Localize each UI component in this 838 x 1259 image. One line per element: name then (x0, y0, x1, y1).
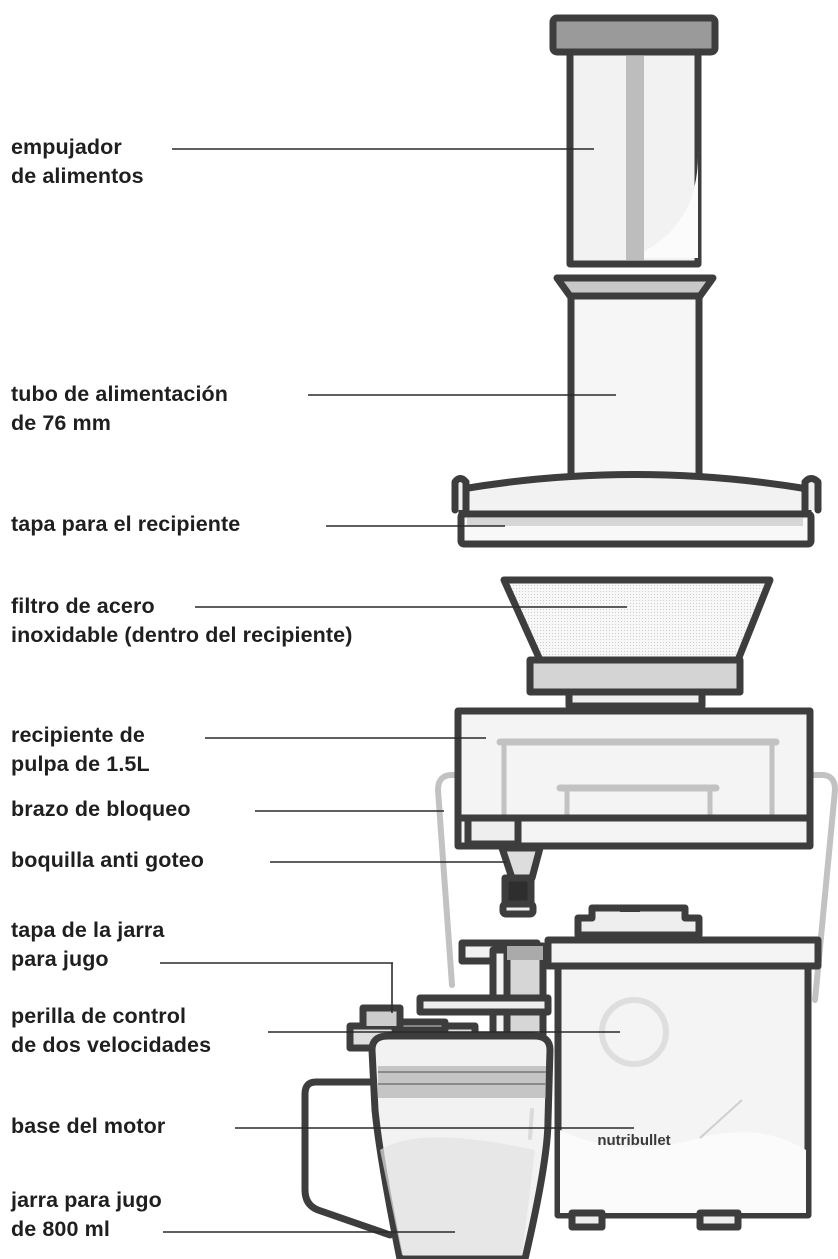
brand-logo: nutribullet (597, 1132, 670, 1149)
label-food-pusher-line1: empujador (11, 135, 122, 159)
label-filter: filtro de acero inoxidable (dentro del r… (11, 592, 352, 650)
locking-arm (434, 772, 838, 1003)
label-bowl-lid-line1: tapa para el recipiente (11, 512, 241, 536)
label-bowl-lid: tapa para el recipiente (11, 510, 240, 539)
label-feed-tube: tubo de alimentación de 76 mm (11, 380, 228, 438)
food-pusher (549, 14, 719, 268)
feed-tube (553, 274, 717, 489)
label-juice-jug-line1: jarra para jugo (11, 1188, 162, 1212)
label-filter-line1: filtro de acero (11, 594, 155, 618)
drip-stop-spout (498, 844, 544, 918)
label-juice-jug-line2: de 800 ml (11, 1217, 110, 1241)
stainless-filter (500, 576, 774, 710)
pulp-bin (454, 707, 814, 850)
leader-lines (160, 148, 634, 1233)
label-jug-lid: tapa de la jarra para jugo (11, 916, 164, 974)
label-motor-base: base del motor (11, 1112, 165, 1141)
label-motor-base-line1: base del motor (11, 1114, 166, 1138)
juice-jug (301, 1004, 554, 1259)
label-jug-lid-line1: tapa de la jarra (11, 918, 165, 942)
label-jug-lid-line2: para jugo (11, 947, 109, 971)
label-food-pusher-line2: de alimentos (11, 164, 144, 188)
label-locking-arm: brazo de bloqueo (11, 795, 191, 824)
label-spout: boquilla anti goteo (11, 846, 204, 875)
label-speed-knob: perilla de control de dos velocidades (11, 1002, 211, 1060)
label-spout-line1: boquilla anti goteo (11, 848, 204, 872)
label-pulp-bin-line1: recipiente de (11, 723, 145, 747)
label-locking-arm-line1: brazo de bloqueo (11, 797, 191, 821)
bowl-lid (451, 471, 822, 548)
label-feed-tube-line1: tubo de alimentación (11, 382, 229, 406)
label-pulp-bin: recipiente de pulpa de 1.5L (11, 721, 150, 779)
label-feed-tube-line2: de 76 mm (11, 411, 111, 435)
label-food-pusher: empujador de alimentos (11, 133, 144, 191)
label-juice-jug: jarra para jugo de 800 ml (11, 1186, 162, 1244)
label-speed-knob-line2: de dos velocidades (11, 1033, 212, 1057)
label-filter-line2: inoxidable (dentro del recipiente) (11, 623, 353, 647)
label-speed-knob-line1: perilla de control (11, 1004, 187, 1028)
label-pulp-bin-line2: pulpa de 1.5L (11, 752, 150, 776)
